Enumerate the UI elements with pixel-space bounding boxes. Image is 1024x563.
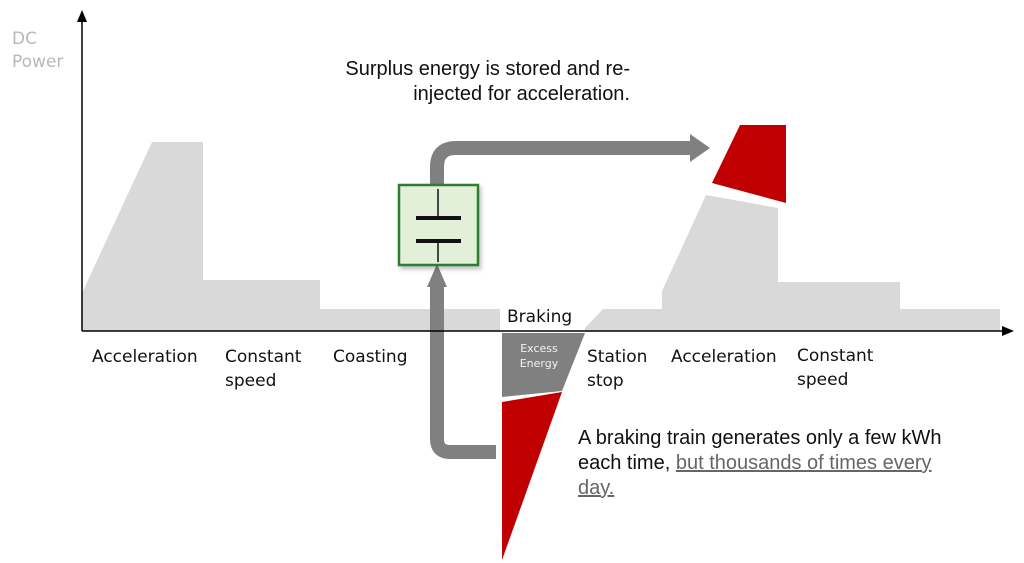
phase-label-line2: speed	[225, 371, 277, 391]
y-axis-title-line2: Power	[12, 52, 64, 72]
y-axis-title-line1: DC	[12, 29, 37, 49]
excess-energy-line1: Excess	[520, 342, 558, 355]
phase-label-line1: Coasting	[333, 347, 408, 367]
phase-label-line1: Station	[587, 347, 648, 367]
regenerated-energy-acceleration	[712, 125, 786, 203]
braking-note-line1: A braking train generates only a few kWh	[578, 427, 942, 449]
y-axis-arrowhead	[77, 10, 87, 22]
power-area-acceleration-2	[662, 195, 778, 331]
phase-label-line1: Constant	[797, 346, 874, 366]
storage-note: Surplus energy is stored and re- injecte…	[330, 57, 630, 107]
regenerated-energy-braking	[502, 392, 562, 560]
excess-energy-line2: Energy	[519, 357, 559, 370]
phase-label-line2: speed	[797, 370, 849, 390]
capacitor-icon	[416, 189, 461, 262]
phase-label-line1: Constant	[225, 347, 302, 367]
thousands-link-part2[interactable]: day.	[578, 477, 615, 499]
braking-note-prefix: each time,	[578, 452, 676, 474]
storage-note-line1: Surplus energy is stored and re-	[345, 58, 630, 80]
x-axis-arrowhead	[1002, 326, 1014, 336]
power-area-station	[585, 309, 662, 331]
phase-label-line2: stop	[587, 371, 624, 391]
phase-label-constant-speed-2: Constant speed	[797, 344, 873, 392]
phase-label-acceleration-2: Acceleration	[671, 345, 777, 369]
energy-flow-arrow	[430, 141, 696, 459]
storage-note-line2: injected for acceleration.	[413, 83, 630, 105]
phase-label-station-stop: Station stop	[587, 345, 647, 393]
phase-label-braking: Braking	[507, 305, 572, 329]
braking-note-line3: day.	[578, 476, 998, 501]
y-axis-title: DC Power	[12, 28, 63, 74]
flow-arrow-head-up	[427, 264, 447, 287]
excess-energy-area	[502, 333, 585, 397]
power-area-constant-speed-2	[778, 282, 900, 331]
phase-label-line1: Acceleration	[671, 347, 777, 367]
excess-energy-label: Excess Energy	[509, 341, 569, 371]
phase-label-constant-speed: Constant speed	[225, 345, 301, 393]
braking-note: A braking train generates only a few kWh…	[578, 426, 998, 501]
phase-label-acceleration: Acceleration	[92, 345, 198, 369]
phase-label-line1: Acceleration	[92, 347, 198, 367]
phase-label-line1: Braking	[507, 307, 573, 327]
braking-note-line2: each time, but thousands of times every	[578, 451, 998, 476]
flow-arrow-head-right	[690, 134, 710, 162]
power-area-constant-speed	[203, 280, 320, 331]
power-area-coasting	[320, 309, 500, 331]
power-area-acceleration	[82, 142, 203, 331]
thousands-link-part1[interactable]: but thousands of times every	[675, 452, 932, 474]
power-area-cruise-2	[900, 309, 1000, 331]
phase-label-coasting: Coasting	[333, 345, 408, 369]
